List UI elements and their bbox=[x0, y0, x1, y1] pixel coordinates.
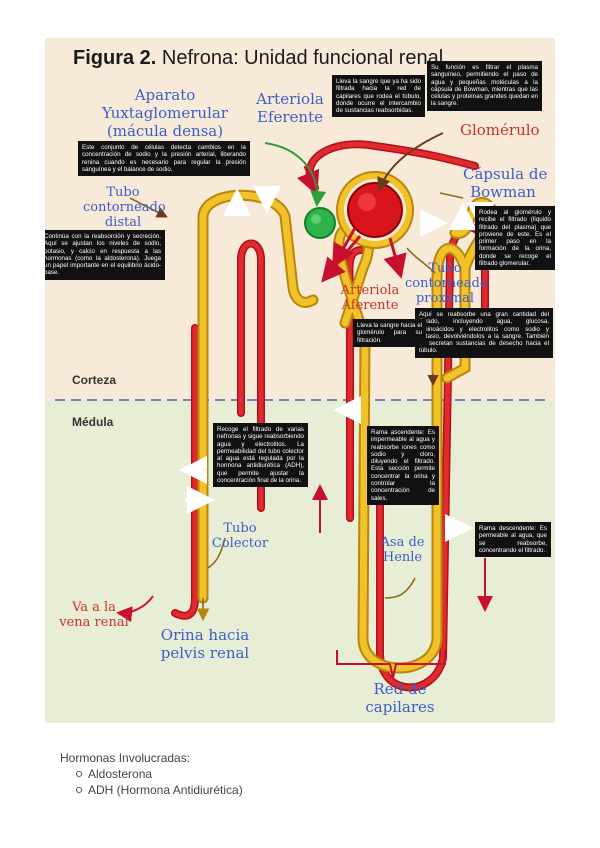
label-glomerulus: Glomérulo bbox=[460, 121, 540, 139]
note-apparatus: Este conjunto de células detecta cambios… bbox=[78, 141, 250, 177]
list-item: Aldosterona bbox=[76, 766, 243, 782]
note-capsule: Rodea al glomérulo y recibe el filtrado … bbox=[475, 206, 555, 271]
zone-cortex: Corteza bbox=[72, 373, 117, 387]
note-efferent: Lleva la sangre que ya ha sido filtrada … bbox=[332, 75, 425, 118]
note-glomerulus: Su función es filtrar el plasma sanguíne… bbox=[427, 61, 542, 111]
note-afferent: Lleva la sangre hacia el glomérulo para … bbox=[353, 319, 426, 347]
zone-medulla: Médula bbox=[72, 415, 114, 429]
macula-densa bbox=[304, 207, 336, 239]
note-descending: Rama descendente: Es permeable al agua, … bbox=[475, 522, 551, 558]
note-proximal: Aquí se reabsorbe una gran cantidad del … bbox=[415, 308, 553, 358]
nephron-figure: Figura 2. Nefrona: Unidad funcional rena… bbox=[45, 38, 555, 723]
figure-title: Figura 2. Nefrona: Unidad funcional rena… bbox=[73, 47, 444, 69]
hormones-list: Aldosterona ADH (Hormona Antidiurética) bbox=[60, 766, 243, 798]
hormones-section: Hormonas Involucradas: Aldosterona ADH (… bbox=[60, 751, 243, 798]
note-ascending: Rama ascendente: Es impermeable al agua … bbox=[367, 426, 439, 505]
note-collector: Recoge el filtrado de varias nefronas y … bbox=[213, 423, 308, 488]
list-item: ADH (Hormona Antidiurética) bbox=[76, 783, 243, 797]
note-distal: Continúa con la reabsorción y secreción.… bbox=[45, 230, 165, 280]
hormones-heading: Hormonas Involucradas: bbox=[60, 751, 191, 765]
afferent-arrows bbox=[297, 165, 407, 283]
